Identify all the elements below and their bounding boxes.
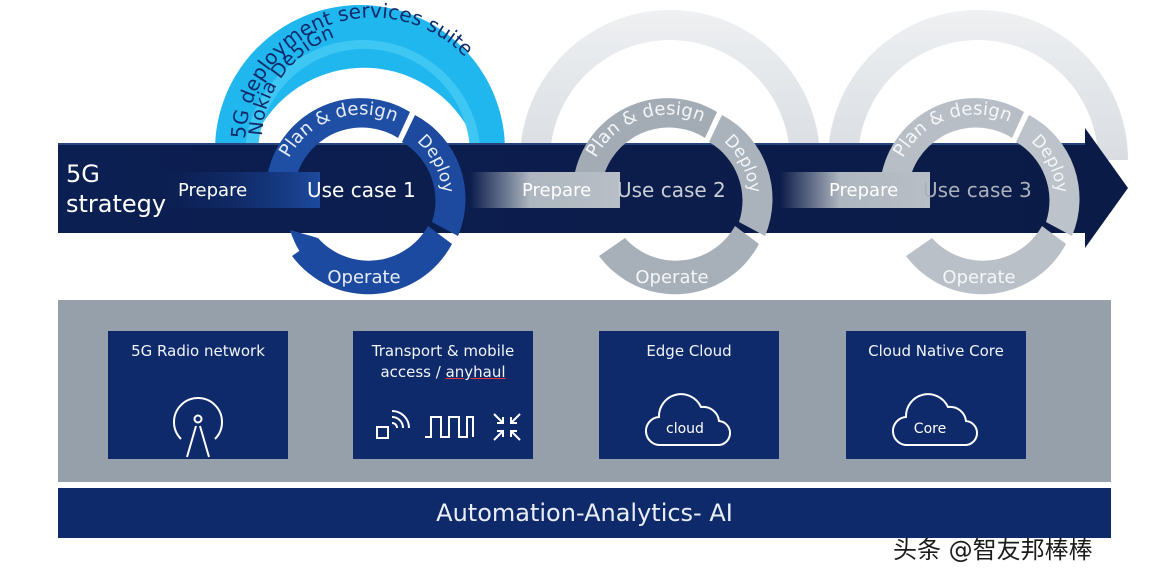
cycle1-deploy-arc (402, 115, 466, 236)
arrow-top-line (58, 143, 1085, 145)
core-cloud-icon: Core (891, 393, 978, 447)
antenna-icon (173, 397, 223, 458)
box-title-line1: Transport & mobile (371, 342, 515, 360)
use-case-2-label: Use case 2 (617, 178, 726, 202)
prepare-band-2 (470, 172, 620, 208)
cycle1-operate-label: Operate (327, 267, 400, 288)
box-cloud-native-core: Cloud Native Core Core (846, 331, 1026, 459)
core-icon-label: Core (914, 421, 946, 437)
box-title-line2-text: access / (380, 363, 446, 381)
cycle1-operate-tail (290, 230, 318, 252)
box-title: Edge Cloud (646, 342, 732, 360)
prepare-label-3: Prepare (829, 180, 898, 201)
automation-bar: Automation-Analytics- AI (58, 488, 1111, 538)
strategy-label-line2: strategy (66, 190, 166, 218)
cycle2-halo (520, 10, 820, 160)
cycle1-operate-arc (292, 226, 452, 295)
cycle2-deploy-arc (709, 115, 773, 236)
cloud-icon: cloud (644, 393, 731, 447)
cycle2-operate-label: Operate (635, 267, 708, 288)
use-case-1-label: Use case 1 (307, 178, 416, 202)
pulse-icon (425, 416, 474, 438)
prepare-label-1: Prepare (178, 180, 247, 201)
prepare-label-2: Prepare (522, 180, 591, 201)
cloud-icon-label: cloud (666, 421, 704, 437)
use-case-3-label: Use case 3 (923, 178, 1032, 202)
strategy-label-line1: 5G (66, 160, 100, 188)
cycle3-operate-arc (906, 226, 1066, 295)
cycle3-operate-label: Operate (942, 267, 1015, 288)
cycle1-plan-arc (268, 98, 410, 172)
prepare-band-1 (160, 172, 320, 208)
box-5g-radio-network: 5G Radio network (108, 331, 288, 459)
cycle2-operate-arc (599, 226, 759, 295)
wireless-icon (376, 410, 410, 439)
cycle3-halo (828, 10, 1128, 160)
prepare-band-3 (780, 172, 930, 208)
box-transport-mobile-access: Transport & mobile access / anyhaul (353, 331, 533, 459)
box-edge-cloud: Edge Cloud cloud (599, 331, 779, 459)
box-title-line2: access / anyhaul (353, 362, 533, 383)
cycle3-deploy-arc (1016, 115, 1080, 236)
anyhaul-text: anyhaul (445, 363, 506, 381)
automation-bar-label: Automation-Analytics- AI (436, 499, 733, 527)
box-title: 5G Radio network (131, 342, 265, 360)
cycle3-plan-arc (882, 98, 1024, 172)
compress-icon (493, 413, 521, 441)
cycle2-plan-arc (575, 98, 717, 172)
box-title: Cloud Native Core (868, 342, 1004, 360)
box-title: Transport & mobile access / anyhaul (353, 341, 533, 383)
watermark: 头条 @智友邦棒棒 (893, 536, 1093, 564)
suite-arc (215, 5, 512, 223)
